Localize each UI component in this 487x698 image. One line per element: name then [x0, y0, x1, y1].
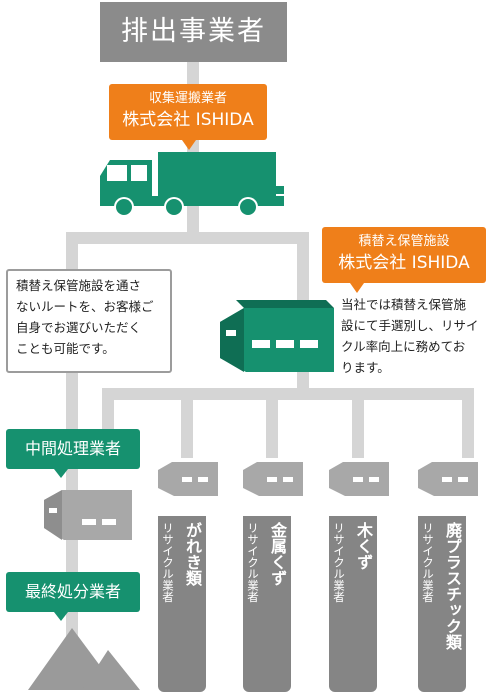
collector-role: 収集運搬業者 [148, 91, 227, 106]
dischargers-box: 排出事業者 [100, 2, 287, 62]
desc-line: 当社では積替え保管施 [341, 297, 467, 312]
connector-line [352, 388, 364, 458]
recycler-prefix: リサイクル業者 [246, 522, 260, 603]
facility-building-icon [220, 300, 334, 372]
transfer-role: 積替え保管施設 [358, 234, 450, 249]
callout-pointer [182, 140, 196, 150]
transfer-company: 株式会社 ISHIDA [338, 253, 470, 273]
connector-line [266, 388, 278, 458]
recycler-building-icon [329, 462, 389, 496]
recycler-building-icon [158, 462, 218, 496]
recycler-prefix: リサイクル業者 [161, 522, 175, 603]
direct-route-note: 積替え保管施設を通さ ないルートを、お客様ご 自身でお選びいただく ことも可能で… [6, 269, 172, 373]
note-line: 積替え保管施設を通さ [16, 278, 142, 293]
recycler-building-icon [418, 462, 478, 496]
note-line: ことも可能です。 [16, 341, 115, 356]
callout-pointer [54, 469, 68, 478]
desc-line: ります。 [341, 360, 390, 375]
facility-description: 当社では積替え保管施 設にて手選別し、リサイ クル率向上に務めてお ります。 [341, 294, 486, 378]
recycler-column-metal: 金属くず リサイクル業者 [243, 516, 291, 692]
desc-line: 設にて手選別し、リサイ [341, 318, 479, 333]
mountain-icon [28, 628, 140, 690]
recycler-building-icon [243, 462, 303, 496]
truck-icon [100, 152, 284, 217]
recycler-material: 廃プラスチック類 [443, 522, 462, 650]
note-line: 自身でお選びいただく [16, 320, 142, 335]
callout-pointer [350, 283, 364, 293]
intermediate-building-icon [44, 490, 132, 540]
connector-line [462, 388, 474, 458]
collector-company: 株式会社 ISHIDA [122, 110, 254, 130]
recycler-column-wood: 木くず リサイクル業者 [329, 516, 377, 692]
callout-pointer [54, 612, 68, 621]
connector-line [66, 232, 309, 244]
note-line: ないルートを、お客様ご [16, 299, 154, 314]
connector-line [102, 388, 474, 400]
intermediate-processor-label: 中間処理業者 [6, 429, 140, 469]
recycler-material: がれき類 [183, 522, 202, 586]
connector-line [181, 388, 193, 458]
recycler-prefix: リサイクル業者 [332, 522, 346, 603]
recycler-material: 金属くず [268, 522, 287, 586]
recycler-column-rubble: がれき類 リサイクル業者 [158, 516, 206, 692]
recycler-material: 木くず [354, 522, 373, 570]
transfer-facility-callout: 積替え保管施設 株式会社 ISHIDA [322, 227, 486, 283]
desc-line: クル率向上に務めてお [341, 339, 466, 354]
recycler-column-plastic: 廃プラスチック類 リサイクル業者 [418, 516, 466, 692]
recycler-prefix: リサイクル業者 [421, 522, 435, 603]
collector-callout: 収集運搬業者 株式会社 ISHIDA [109, 84, 267, 140]
final-disposal-label: 最終処分業者 [6, 572, 140, 612]
